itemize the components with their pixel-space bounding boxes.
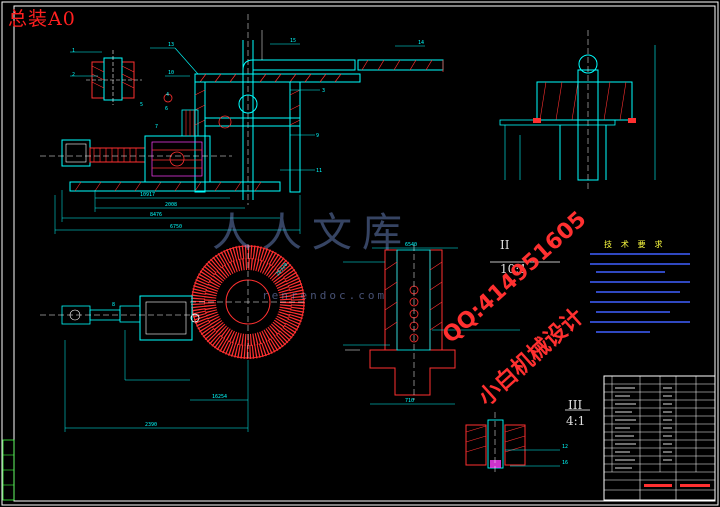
part-number: 1 [72, 48, 75, 54]
section-iii-detail [465, 409, 590, 475]
part-number: 9 [316, 133, 319, 139]
drawing-border-inner [13, 5, 716, 502]
part-number: 16 [562, 460, 568, 466]
tech-requirements-title: 技 术 要 求 [604, 240, 665, 249]
section-iii-scale: 4:1 [566, 414, 586, 428]
top-view-assembly [40, 244, 306, 432]
drawing-title: 总装A0 [8, 8, 76, 30]
flange-detail-view [70, 50, 142, 105]
dim-label: 16254 [212, 394, 227, 400]
dim-label: 2008 [165, 202, 177, 208]
front-view-assembly [40, 14, 444, 234]
title-block [603, 375, 716, 501]
dim-label: 6750 [170, 224, 182, 230]
part-number: 2 [72, 72, 75, 78]
part-number: 6 [165, 106, 168, 112]
section-ii-label: II [500, 238, 510, 252]
part-number: 4 [166, 92, 169, 98]
part-number: 7 [155, 124, 158, 130]
dim-label: 2390 [145, 422, 157, 428]
dim-label: 6540 [405, 242, 417, 248]
section-ii-scale: 10:1 [500, 262, 527, 276]
part-number: 11 [316, 168, 322, 174]
dim-label: 8476 [150, 212, 162, 218]
tech-requirements-lines [590, 253, 690, 333]
dim-label: 710 [405, 398, 414, 404]
part-number: 10 [168, 70, 174, 76]
part-number: 12 [562, 444, 568, 450]
part-number: 8 [112, 302, 115, 308]
section-iii-label: III [568, 398, 583, 412]
watermark-url: renrendoc.com [262, 289, 388, 302]
part-number: 14 [418, 40, 424, 46]
part-number: 15 [290, 38, 296, 44]
part-number: 13 [168, 42, 174, 48]
side-view-assembly [499, 30, 656, 190]
section-ii-detail [343, 245, 560, 405]
watermark-logo: 人人文库 [212, 210, 412, 256]
part-number: 3 [322, 88, 325, 94]
dim-label: 10917 [140, 192, 155, 198]
part-number: 5 [140, 102, 143, 108]
